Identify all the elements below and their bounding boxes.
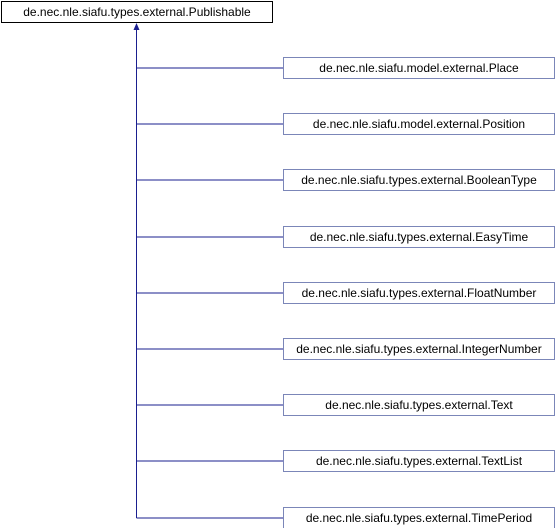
subclass-box [283, 226, 555, 248]
root-class-label: de.nec.nle.siafu.types.external.Publisha… [23, 5, 251, 19]
subclass-box [283, 169, 555, 191]
inheritance-arrow-head [133, 23, 140, 30]
subclass-label: de.nec.nle.siafu.model.external.Position [313, 117, 525, 131]
subclass-box [283, 450, 555, 472]
root-class-box [1, 1, 273, 23]
subclass-box [283, 507, 555, 528]
subclass-label: de.nec.nle.siafu.types.external.IntegerN… [296, 342, 541, 356]
subclass-node[interactable]: de.nec.nle.siafu.model.external.Position [283, 113, 555, 135]
subclass-label: de.nec.nle.siafu.types.external.BooleanT… [301, 173, 537, 187]
subclass-node[interactable]: de.nec.nle.siafu.types.external.BooleanT… [283, 169, 555, 191]
subclass-box [283, 113, 555, 135]
subclass-box [283, 394, 555, 416]
subclass-node[interactable]: de.nec.nle.siafu.types.external.EasyTime [283, 226, 555, 248]
subclass-node[interactable]: de.nec.nle.siafu.types.external.Text [283, 394, 555, 416]
subclass-node[interactable]: de.nec.nle.siafu.types.external.IntegerN… [283, 338, 555, 360]
subclass-label: de.nec.nle.siafu.types.external.FloatNum… [302, 286, 537, 300]
subclass-box [283, 282, 555, 304]
subclass-label: de.nec.nle.siafu.types.external.TimePeri… [306, 511, 532, 525]
inheritance-edges [133, 23, 284, 519]
subclass-node[interactable]: de.nec.nle.siafu.model.external.Place [283, 57, 555, 79]
subclass-label: de.nec.nle.siafu.types.external.Text [325, 398, 513, 412]
subclass-label: de.nec.nle.siafu.types.external.TextList [316, 454, 523, 468]
subclass-box [283, 57, 555, 79]
subclass-label: de.nec.nle.siafu.types.external.EasyTime [310, 230, 529, 244]
subclass-box [283, 338, 555, 360]
subclass-node[interactable]: de.nec.nle.siafu.types.external.TextList [283, 450, 555, 472]
subclass-node[interactable]: de.nec.nle.siafu.types.external.TimePeri… [283, 507, 555, 528]
subclass-nodes: de.nec.nle.siafu.model.external.Place de.… [283, 57, 555, 528]
subclass-label: de.nec.nle.siafu.model.external.Place [319, 61, 519, 75]
subclass-node[interactable]: de.nec.nle.siafu.types.external.FloatNum… [283, 282, 555, 304]
root-class-node[interactable]: de.nec.nle.siafu.types.external.Publisha… [1, 1, 273, 23]
